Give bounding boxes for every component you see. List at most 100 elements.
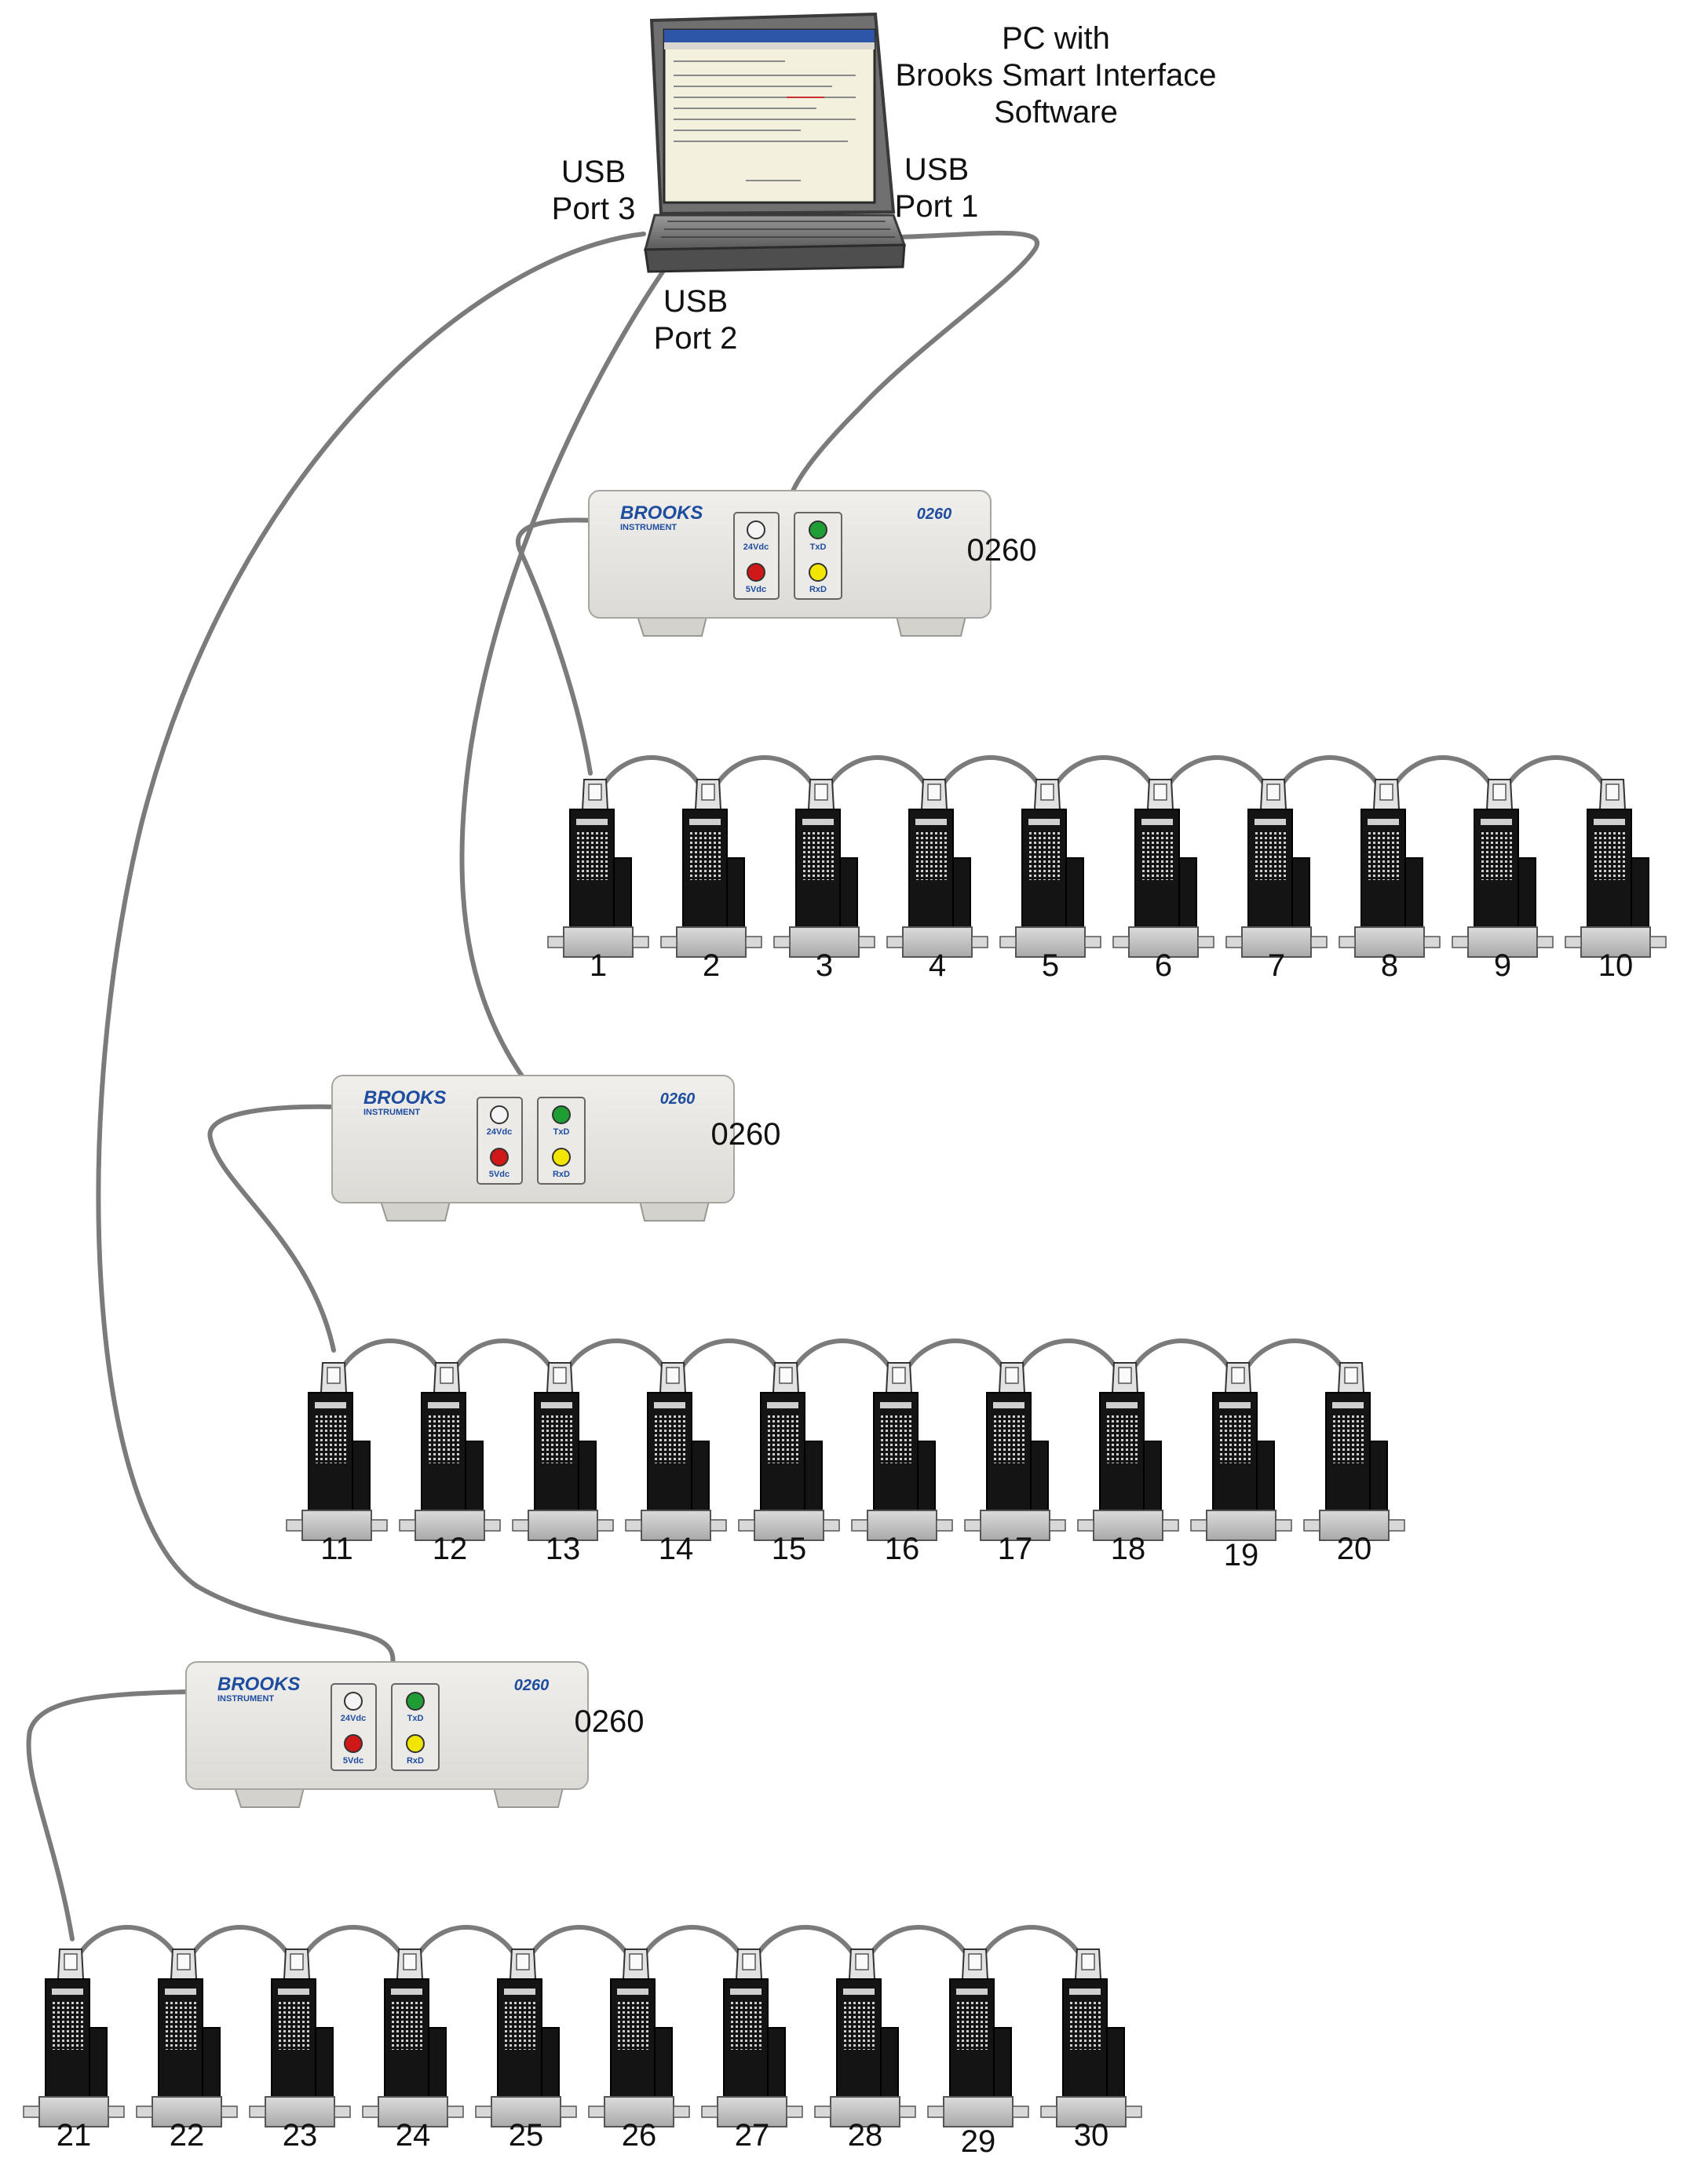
device-inlet-fitting [964,1519,981,1532]
device-valve [952,857,971,928]
device-outlet-fitting [1423,936,1441,948]
device-label-plate [1481,819,1512,825]
device-outlet-fitting [1162,1519,1179,1532]
cable-adapter-1-to-row-1 [516,517,595,776]
mass-flow-controller-17 [964,1362,1066,1541]
port-3-label-line-2: Port 3 [552,192,636,226]
device-inlet-fitting [1040,2105,1057,2118]
device-base-block [980,1510,1050,1541]
mass-flow-controller-30 [1040,1948,1142,2127]
mass-flow-controller-22 [136,1948,238,2127]
mass-flow-controller-12 [399,1362,501,1541]
device-inlet-fitting [701,2105,718,2118]
mass-flow-controller-8 [1339,779,1441,958]
adapter-foot-right [895,615,967,637]
device-outlet-fitting [447,2105,464,2118]
device-outlet-fitting [823,1519,840,1532]
device-base-block [38,2096,109,2127]
device-inlet-fitting [1077,1519,1094,1532]
device-connector-latch [1266,783,1280,801]
device-base-block [717,2096,787,2127]
device-label-plate [541,1402,572,1408]
device-base-block [1056,2096,1127,2127]
device-vent-grille [1069,2001,1101,2050]
adapter-foot-left [379,1200,451,1222]
device-valve [880,2027,899,2098]
device-valve [1256,1441,1275,1511]
device-label-plate [1332,1402,1364,1408]
device-inlet-fitting [1190,1519,1207,1532]
chain-cable [452,1339,554,1371]
chain-cable [1017,1339,1119,1371]
device-number-label: 22 [170,2118,205,2153]
cable-adapter-2-to-row-2 [207,1104,340,1353]
led-txd-light [552,1105,571,1124]
device-outlet-fitting [971,936,988,948]
device-valve [1518,857,1536,928]
device-outlet-fitting [1649,936,1667,948]
device-connector-latch [629,1953,643,1970]
device-valve [767,2027,786,2098]
device-vent-grille [391,2001,422,2050]
device-outlet-fitting [858,936,875,948]
device-connector-latch [927,783,941,801]
chain-cable [601,755,703,788]
led-rxd-label: RxD [407,1756,424,1766]
device-outlet-fitting [334,2105,351,2118]
device-label-plate [391,1989,422,1995]
device-number-label: 12 [433,1532,468,1566]
mass-flow-controller-4 [886,779,988,958]
device-connector-latch [1081,1953,1095,1970]
led-rxd-light [809,563,827,582]
device-label-plate [1255,819,1286,825]
device-label-plate [767,1402,798,1408]
device-valve [613,857,632,928]
device-valve [89,2027,108,2098]
device-inlet-fitting [625,1519,642,1532]
device-label-plate [880,1402,911,1408]
device-vent-grille [1106,1415,1138,1463]
cable-adapter-3-to-row-3 [26,1689,189,1941]
device-connector-latch [177,1953,191,1970]
device-inlet-fitting [773,936,791,948]
device-inlet-fitting [362,2105,379,2118]
device-vent-grille [880,1415,911,1463]
device-inlet-fitting [814,2105,831,2118]
device-connector-latch [553,1367,567,1384]
pc-caption-line-1: PC with [1002,21,1110,56]
device-vent-grille [1219,1415,1251,1463]
device-connector-latch [1118,1367,1132,1384]
port-2-label-line-2: Port 2 [654,321,738,356]
chain-cable [189,1925,291,1958]
device-label-plate [802,819,834,825]
device-label-plate [1368,819,1399,825]
led-txd-light [406,1692,425,1711]
device-inlet-fitting [1112,936,1130,948]
chain-cable [678,1339,780,1371]
adapter-foot-left [233,1787,305,1808]
mass-flow-controller-23 [249,1948,351,2127]
device-base-block [902,926,973,958]
port-3-label-line-1: USB [561,155,626,189]
mass-flow-controller-29 [927,1948,1029,2127]
device-number-label: 5 [1042,948,1059,983]
device-number-label: 6 [1155,948,1172,983]
mass-flow-controller-24 [362,1948,464,2127]
mass-flow-controller-26 [588,1948,690,2127]
led-24vdc-light [490,1105,509,1124]
adapter-3-label: 0260 [575,1704,645,1739]
device-outlet-fitting [673,2105,690,2118]
device-number-label: 27 [735,2118,770,2153]
device-valve [993,2027,1012,2098]
device-vent-grille [689,831,721,880]
device-label-plate [654,1402,685,1408]
device-vent-grille [576,831,608,880]
device-valve [1106,2027,1125,2098]
data-led-panel [391,1683,440,1771]
mass-flow-controller-7 [1225,779,1328,958]
device-number-label: 19 [1224,1538,1259,1572]
power-led-panel [733,512,780,600]
